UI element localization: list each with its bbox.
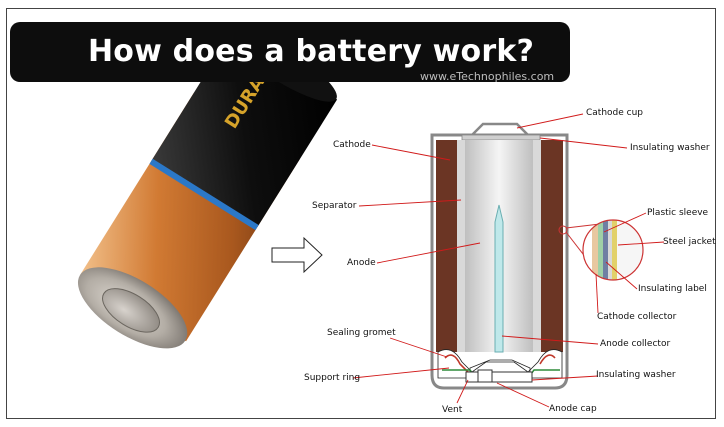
leader-lines — [352, 113, 665, 408]
magnifier-detail — [558, 219, 644, 281]
label-insulating-washer-top: Insulating washer — [630, 143, 710, 153]
title-bar — [10, 22, 570, 82]
right-arrow-icon — [271, 236, 323, 274]
label-insulating-washer-bottom: Insulating washer — [596, 370, 676, 380]
label-vent: Vent — [442, 405, 463, 415]
website-watermark: www.eTechnophiles.com — [420, 70, 555, 83]
label-anode-cap: Anode cap — [549, 404, 597, 414]
label-steel-jacket: Steel jacket — [663, 237, 716, 247]
label-sealing-gromet: Sealing gromet — [327, 328, 396, 338]
label-anode-collector: Anode collector — [600, 339, 671, 349]
battery-cross-section — [430, 122, 569, 390]
label-plastic-sleeve: Plastic sleeve — [647, 208, 709, 218]
label-anode: Anode — [347, 258, 376, 268]
page-title: How does a battery work? — [88, 34, 535, 69]
label-separator: Separator — [312, 201, 357, 211]
label-cathode: Cathode — [333, 140, 371, 150]
label-cathode-collector: Cathode collector — [597, 312, 677, 322]
label-cathode-cup: Cathode cup — [586, 108, 644, 118]
label-support-ring: Support ring — [304, 373, 361, 383]
label-insulating-label: Insulating label — [638, 284, 707, 294]
